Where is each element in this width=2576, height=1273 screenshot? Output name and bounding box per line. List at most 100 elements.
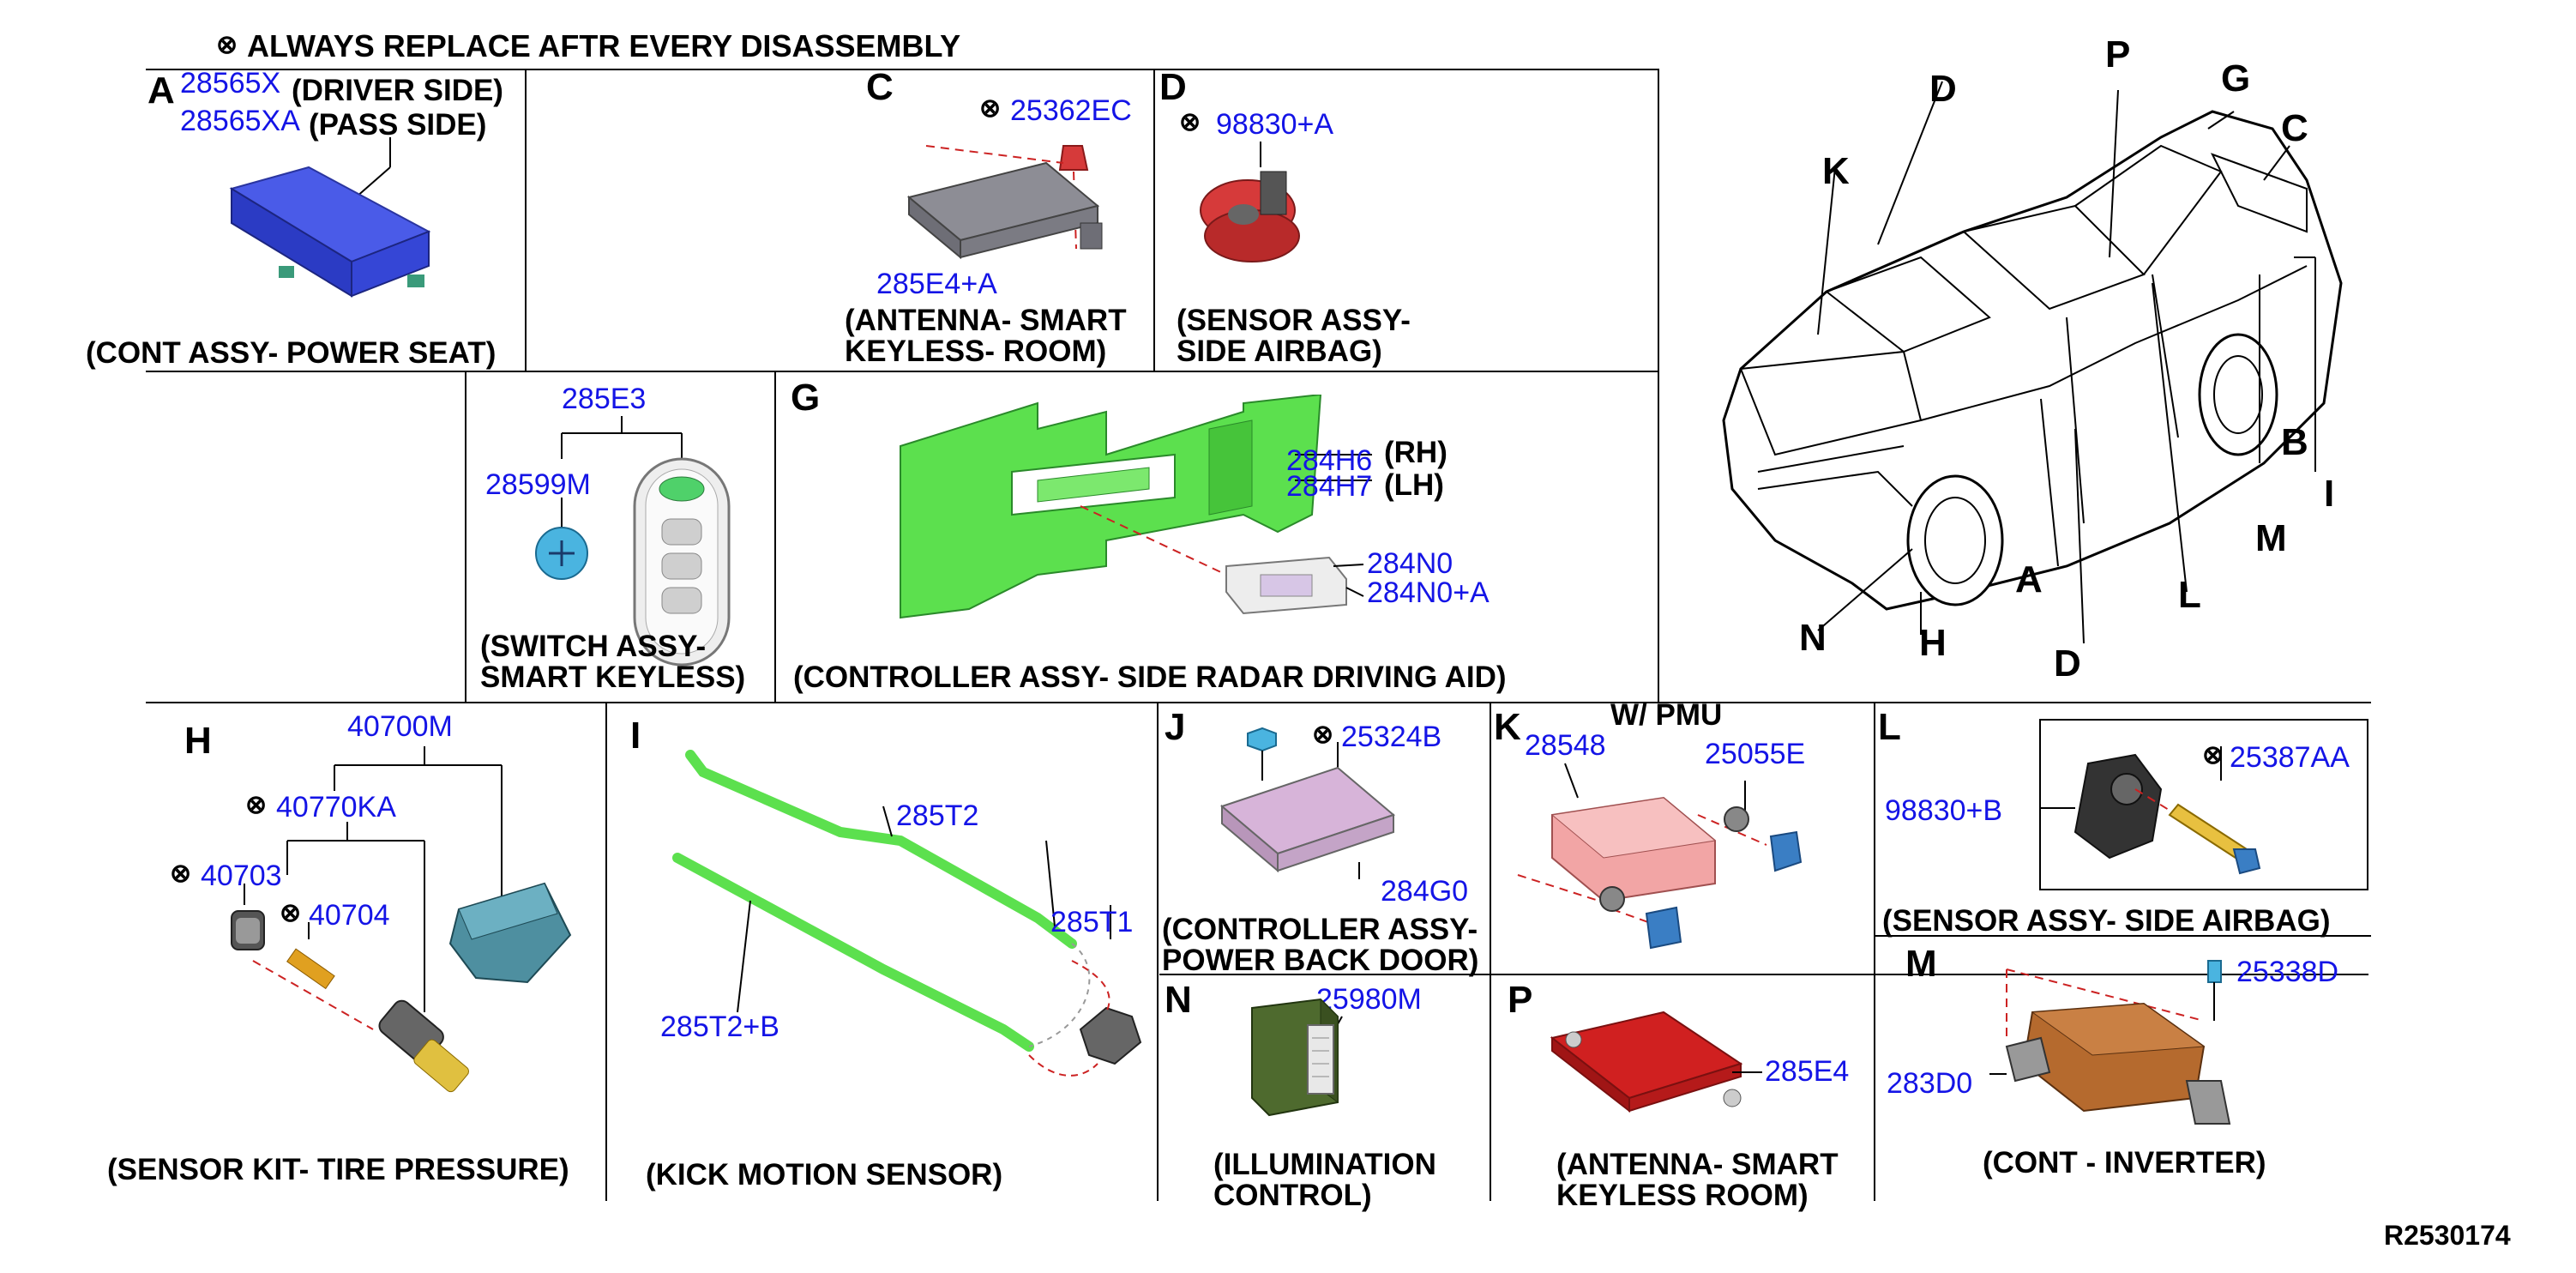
smart-key-fob bbox=[535, 416, 731, 667]
part-number: 285E4 bbox=[1765, 1055, 1850, 1088]
section-caption: (ILLUMINATION bbox=[1213, 1148, 1436, 1181]
power-seat-module bbox=[229, 137, 431, 298]
section-caption: (KICK MOTION SENSOR) bbox=[646, 1158, 1003, 1192]
part-number: 25338D bbox=[2236, 956, 2339, 988]
kick-motion-sensor bbox=[672, 750, 1142, 1077]
divider bbox=[1874, 702, 1875, 1201]
part-number: 285T2+B bbox=[660, 1011, 779, 1043]
section-caption: (SENSOR KIT- TIRE PRESSURE) bbox=[107, 1153, 569, 1186]
section-letter-d: D bbox=[1159, 66, 1187, 108]
replace-icon: ⊗ bbox=[216, 31, 238, 59]
part-number: 284G0 bbox=[1381, 875, 1469, 908]
section-letter-h: H bbox=[184, 720, 212, 762]
section-note: W/ PMU bbox=[1610, 698, 1723, 732]
part-number: 28565X bbox=[180, 67, 281, 100]
power-back-door-controller bbox=[1219, 727, 1396, 879]
illumination-control-module bbox=[1251, 998, 1343, 1117]
antenna-smart-keyless-room-rear bbox=[1550, 1011, 1762, 1113]
divider bbox=[1157, 702, 1159, 1201]
section-letter-m: M bbox=[1905, 943, 1937, 985]
part-number: 283D0 bbox=[1887, 1067, 1973, 1100]
side-note: (DRIVER SIDE) bbox=[292, 74, 503, 107]
part-number: 40770KA bbox=[276, 791, 396, 824]
vehicle-location-label: N bbox=[1799, 617, 1827, 659]
section-caption: (ANTENNA- SMART bbox=[845, 304, 1127, 337]
divider bbox=[1490, 702, 1491, 1201]
part-number: 28548 bbox=[1525, 729, 1606, 762]
reference-code: R2530174 bbox=[2384, 1220, 2511, 1251]
side-airbag-sensor-rear bbox=[2041, 746, 2261, 875]
part-number: 40700M bbox=[347, 710, 453, 743]
vehicle-location-label: D bbox=[2054, 643, 2081, 685]
replace-icon: ⊗ bbox=[170, 860, 192, 888]
part-number: 28565XA bbox=[180, 105, 300, 137]
inverter-controller bbox=[1989, 960, 2231, 1125]
section-letter-l: L bbox=[1878, 706, 1901, 748]
part-number: 25055E bbox=[1705, 738, 1806, 770]
section-caption: KEYLESS ROOM) bbox=[1556, 1179, 1809, 1212]
section-caption: (SENSOR ASSY- bbox=[1177, 304, 1411, 337]
vehicle-location-label: A bbox=[2015, 558, 2043, 600]
vehicle-location-label: L bbox=[2178, 574, 2201, 616]
replace-icon: ⊗ bbox=[979, 94, 1002, 123]
replace-icon: ⊗ bbox=[245, 791, 268, 819]
divider bbox=[1153, 69, 1155, 371]
vehicle-illustration bbox=[1722, 81, 2343, 644]
diagram-header: ALWAYS REPLACE AFTR EVERY DISASSEMBLY bbox=[247, 28, 961, 63]
section-caption: (CONTROLLER ASSY- SIDE RADAR DRIVING AID… bbox=[793, 661, 1507, 694]
part-number: 25980M bbox=[1316, 983, 1422, 1016]
part-number: 25324B bbox=[1341, 721, 1442, 753]
part-number: 284N0+A bbox=[1367, 576, 1490, 609]
vehicle-location-label: B bbox=[2281, 421, 2308, 463]
divider bbox=[146, 69, 1659, 70]
vehicle-location-label: K bbox=[1822, 150, 1850, 192]
section-letter-p: P bbox=[1508, 979, 1533, 1021]
replace-icon: ⊗ bbox=[1179, 108, 1201, 136]
divider bbox=[1159, 974, 2368, 975]
section-letter-i: I bbox=[630, 715, 641, 757]
part-number: 98830+B bbox=[1885, 794, 2003, 827]
section-letter-k: K bbox=[1494, 706, 1521, 748]
part-number: 285T1 bbox=[1050, 906, 1134, 938]
section-caption: (SWITCH ASSY- bbox=[480, 630, 707, 663]
section-letter-n: N bbox=[1165, 979, 1192, 1021]
section-caption: SMART KEYLESS) bbox=[480, 661, 746, 694]
vehicle-location-label: C bbox=[2281, 107, 2308, 149]
section-letter-g: G bbox=[791, 377, 821, 419]
section-letter-a: A bbox=[147, 69, 175, 112]
vehicle-location-label: G bbox=[2221, 57, 2251, 100]
replace-icon: ⊗ bbox=[280, 899, 302, 927]
section-caption: SIDE AIRBAG) bbox=[1177, 335, 1382, 368]
part-number: 285E4+A bbox=[876, 268, 997, 300]
part-number: 285T2 bbox=[896, 799, 979, 832]
divider bbox=[1874, 935, 2371, 937]
vehicle-location-label: P bbox=[2105, 33, 2131, 75]
divider bbox=[605, 702, 607, 1201]
section-letter-j: J bbox=[1165, 706, 1186, 748]
antenna-smart-keyless-room bbox=[906, 145, 1103, 260]
part-number: 25362EC bbox=[1010, 94, 1132, 127]
section-caption: (CONT ASSY- POWER SEAT) bbox=[86, 336, 497, 370]
vehicle-location-label: H bbox=[1919, 622, 1947, 664]
divider bbox=[465, 371, 466, 702]
section-caption: KEYLESS- ROOM) bbox=[845, 335, 1107, 368]
part-number: 284H6 bbox=[1286, 444, 1373, 477]
vehicle-location-label: I bbox=[2324, 473, 2335, 515]
part-number: 284N0 bbox=[1367, 547, 1454, 580]
part-number: 98830+A bbox=[1216, 108, 1334, 141]
section-caption: (CONTROLLER ASSY- bbox=[1162, 913, 1478, 946]
side-note: (PASS SIDE) bbox=[309, 108, 487, 142]
part-number: 25387AA bbox=[2230, 741, 2350, 774]
replace-icon: ⊗ bbox=[2202, 741, 2224, 769]
divider bbox=[1658, 69, 1659, 702]
part-number: 28599M bbox=[485, 468, 591, 501]
divider bbox=[525, 69, 527, 371]
pmu-module bbox=[1517, 763, 1803, 950]
part-number: 40703 bbox=[201, 860, 282, 892]
side-airbag-sensor bbox=[1200, 142, 1300, 262]
divider bbox=[774, 371, 776, 702]
divider bbox=[146, 702, 2371, 703]
section-letter-c: C bbox=[866, 66, 894, 108]
section-caption: (CONT - INVERTER) bbox=[1983, 1146, 2266, 1179]
